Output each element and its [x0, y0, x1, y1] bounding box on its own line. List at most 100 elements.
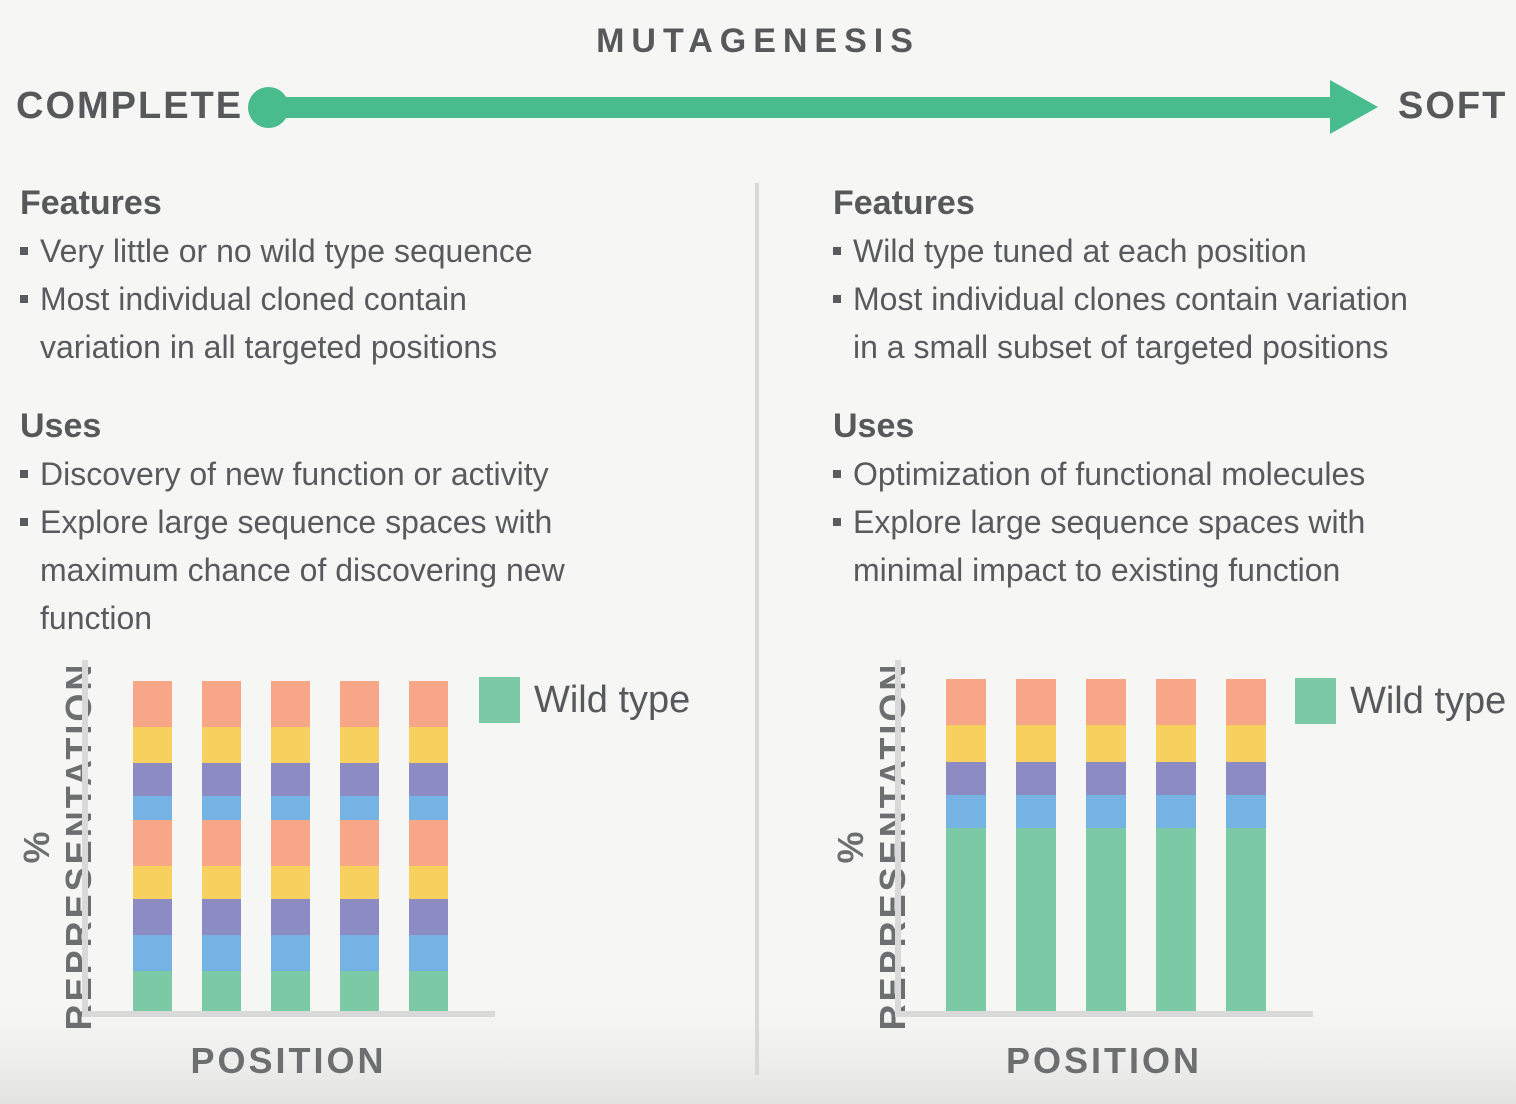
bullet-square-icon: [20, 470, 28, 478]
bullet-square-icon: [20, 295, 28, 303]
stacked-bar: [1156, 679, 1196, 1011]
bar-segment-variant-blue: [340, 796, 379, 820]
x-axis-line: [895, 1011, 1313, 1017]
uses-heading: Uses: [20, 407, 102, 445]
x-axis-label: POSITION: [190, 1040, 387, 1081]
bar-segment-variant-blue: [1016, 795, 1056, 829]
soft-column: Features Wild type tuned at each positio…: [833, 181, 1513, 594]
bar-segment-wild-type: [946, 828, 986, 1011]
use-text: Explore large sequence spaces with minim…: [853, 504, 1366, 588]
bar-segment-variant-purple: [1086, 761, 1126, 796]
bar-segment-variant-blue: [409, 796, 448, 820]
bullet-square-icon: [833, 470, 841, 478]
y-axis-label: % REPRESENTATION: [830, 661, 913, 1031]
feature-text: Wild type tuned at each position: [853, 233, 1307, 269]
bar-segment-variant-salmon: [1156, 679, 1196, 726]
bar-segment-variant-yellow: [1016, 725, 1056, 762]
bar-segment-variant-purple: [1156, 761, 1196, 796]
spectrum-arrow-shaft: [266, 97, 1334, 118]
list-item: Optimization of functional molecules: [833, 450, 1513, 498]
bar-segment-variant-salmon: [1086, 679, 1126, 726]
list-item: Explore large sequence spaces with minim…: [833, 498, 1513, 594]
bar-segment-variant-yellow: [340, 865, 379, 899]
bar-segment-variant-salmon: [271, 681, 310, 728]
bar-segment-variant-yellow: [409, 727, 448, 764]
bar-segment-variant-salmon: [409, 681, 448, 728]
list-item: Very little or no wild type sequence: [20, 227, 735, 275]
bar-segment-variant-yellow: [946, 725, 986, 762]
bar-segment-variant-purple: [202, 763, 241, 797]
bar-segment-variant-salmon: [271, 819, 310, 866]
bar-segment-variant-purple: [340, 898, 379, 936]
stacked-bar: [409, 681, 448, 1011]
bar-segment-wild-type: [1086, 828, 1126, 1011]
use-text: Discovery of new function or activity: [40, 456, 549, 492]
bullet-square-icon: [833, 518, 841, 526]
stacked-bar: [1086, 679, 1126, 1011]
bar-segment-variant-salmon: [340, 819, 379, 866]
bar-segment-variant-yellow: [271, 727, 310, 764]
bar-segment-variant-purple: [1226, 761, 1266, 796]
bar-segment-variant-salmon: [1016, 679, 1056, 726]
use-text: Explore large sequence spaces with maxim…: [40, 504, 565, 636]
bar-segment-variant-yellow: [1156, 725, 1196, 762]
list-item: Most individual clones contain variation…: [833, 275, 1513, 371]
soft-end-label: SOFT: [1398, 85, 1508, 127]
bar-segment-variant-yellow: [340, 727, 379, 764]
bar-segment-variant-salmon: [133, 681, 172, 728]
list-item: Wild type tuned at each position: [833, 227, 1513, 275]
use-text: Optimization of functional molecules: [853, 456, 1366, 492]
bar-segment-variant-salmon: [409, 819, 448, 866]
bullet-square-icon: [20, 518, 28, 526]
feature-text: Most individual cloned contain variation…: [40, 281, 498, 365]
bar-segment-variant-yellow: [271, 865, 310, 899]
bar-segment-variant-blue: [133, 935, 172, 972]
list-item: Explore large sequence spaces with maxim…: [20, 498, 735, 642]
stacked-bar: [340, 681, 379, 1011]
bar-segment-variant-purple: [271, 763, 310, 797]
bar-segment-wild-type: [409, 971, 448, 1011]
bar-segment-wild-type: [1156, 828, 1196, 1011]
stacked-bar: [133, 681, 172, 1011]
bar-segment-variant-blue: [271, 935, 310, 972]
bar-segment-variant-yellow: [202, 865, 241, 899]
bar-segment-variant-salmon: [946, 679, 986, 726]
bar-segment-variant-blue: [1226, 795, 1266, 829]
bar-segment-variant-purple: [409, 898, 448, 936]
bar-segment-variant-yellow: [202, 727, 241, 764]
stacked-bar: [1226, 679, 1266, 1011]
list-item: Discovery of new function or activity: [20, 450, 735, 498]
bar-segment-wild-type: [133, 971, 172, 1011]
bar-segment-variant-purple: [409, 763, 448, 797]
bar-segment-variant-purple: [271, 898, 310, 936]
bar-segment-variant-purple: [340, 763, 379, 797]
bullet-square-icon: [833, 247, 841, 255]
bar-segment-variant-blue: [133, 796, 172, 820]
bar-segment-variant-purple: [202, 898, 241, 936]
uses-heading: Uses: [833, 407, 915, 445]
x-axis-line: [82, 1011, 495, 1017]
bar-segment-variant-purple: [133, 763, 172, 797]
spectrum-arrow-head-icon: [1330, 80, 1378, 134]
legend-label: Wild type: [534, 679, 691, 721]
bar-segment-wild-type: [340, 971, 379, 1011]
bar-segment-variant-yellow: [133, 865, 172, 899]
feature-text: Very little or no wild type sequence: [40, 233, 533, 269]
bar-segment-variant-yellow: [1226, 725, 1266, 762]
bar-segment-wild-type: [202, 971, 241, 1011]
features-list: Very little or no wild type sequence Mos…: [20, 227, 735, 371]
bar-segment-variant-blue: [946, 795, 986, 829]
bar-segment-wild-type: [1016, 828, 1056, 1011]
stacked-bar: [946, 679, 986, 1011]
features-heading: Features: [833, 184, 975, 222]
bar-segment-wild-type: [271, 971, 310, 1011]
bar-segment-variant-purple: [133, 898, 172, 936]
bar-segment-variant-salmon: [133, 819, 172, 866]
bars: [133, 681, 448, 1011]
bullet-square-icon: [833, 295, 841, 303]
bar-segment-variant-blue: [202, 935, 241, 972]
bar-segment-variant-blue: [340, 935, 379, 972]
x-axis-label: POSITION: [1005, 1040, 1203, 1081]
bar-segment-variant-salmon: [340, 681, 379, 728]
